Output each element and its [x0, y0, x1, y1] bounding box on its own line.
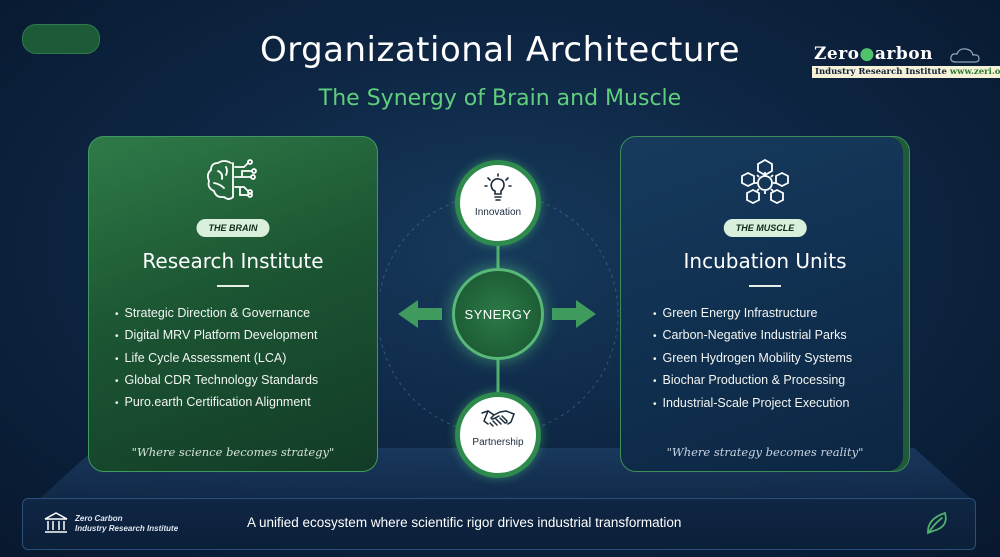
footer-org-name: Zero Carbon Industry Research Institute: [75, 514, 179, 533]
muscle-card: THE MUSCLE Incubation Units Green Energy…: [620, 136, 910, 472]
list-item: Green Energy Infrastructure: [653, 303, 852, 325]
logo-wordmark: Zero●arbon: [814, 44, 933, 64]
brain-card: THE BRAIN Research Institute Strategic D…: [88, 136, 378, 472]
brand-logo: Zero●arbon Industry Research Institute w…: [808, 44, 1000, 84]
handshake-icon: [481, 410, 515, 427]
page-title: Organizational Architecture: [259, 30, 741, 70]
partnership-node: Partnership: [455, 392, 541, 478]
leaf-icon: [927, 511, 947, 535]
innovation-label: Innovation: [474, 207, 522, 218]
list-item: Biochar Production & Processing: [653, 370, 852, 392]
brain-badge: THE BRAIN: [196, 219, 270, 237]
list-item: Digital MRV Platform Development: [115, 325, 318, 347]
muscle-quote: "Where strategy becomes reality": [666, 445, 864, 459]
left-arrow: [398, 300, 442, 328]
gear-network-icon: [741, 159, 789, 205]
synergy-hub: SYNERGY: [452, 268, 544, 360]
synergy-connectors: [380, 193, 619, 435]
footer-bar: Zero Carbon Industry Research Institute …: [22, 498, 976, 550]
lightbulb-icon: [484, 173, 512, 201]
partnership-label: Partnership: [472, 437, 524, 448]
footer-message: A unified ecosystem where scientific rig…: [247, 515, 682, 530]
leaf-c-icon: ●: [859, 44, 875, 64]
cloud-icon: [950, 48, 980, 63]
innovation-node: Innovation: [455, 160, 541, 246]
title-divider: [749, 285, 781, 287]
institution-building-icon: [44, 512, 68, 533]
list-item: Carbon-Negative Industrial Parks: [653, 325, 852, 347]
list-item: Green Hydrogen Mobility Systems: [653, 348, 853, 370]
brain-quote: "Where science becomes strategy": [131, 445, 335, 459]
title-divider: [217, 285, 249, 287]
page-subtitle: The Synergy of Brain and Muscle: [318, 86, 682, 111]
brain-card-title: Research Institute: [142, 249, 324, 273]
logo-tagline: Industry Research Institute www.zeri.org: [812, 66, 1000, 78]
top-left-pill: [22, 24, 100, 54]
muscle-card-title: Incubation Units: [683, 249, 847, 273]
list-item: Life Cycle Assessment (LCA): [115, 348, 318, 370]
list-item: Global CDR Technology Standards: [115, 370, 319, 392]
brain-responsibilities-list: Strategic Direction & Governance Digital…: [115, 303, 319, 414]
list-item: Puro.earth Certification Alignment: [115, 392, 318, 414]
muscle-responsibilities-list: Green Energy Infrastructure Carbon-Negat…: [653, 303, 853, 415]
right-arrow: [552, 300, 596, 328]
muscle-badge: THE MUSCLE: [723, 219, 807, 237]
list-item: Industrial-Scale Project Execution: [653, 393, 852, 415]
brain-circuit-icon: [206, 159, 257, 200]
list-item: Strategic Direction & Governance: [115, 303, 318, 325]
synergy-label: SYNERGY: [464, 307, 532, 322]
